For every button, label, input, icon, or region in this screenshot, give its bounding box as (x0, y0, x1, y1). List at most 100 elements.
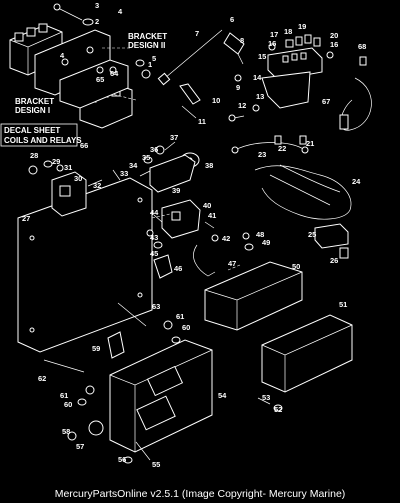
num-13: 13 (256, 92, 264, 101)
washer-2[interactable] (82, 18, 94, 26)
screw-11[interactable] (181, 105, 197, 119)
washer-60b[interactable] (171, 336, 181, 344)
connector-26[interactable] (339, 247, 349, 259)
nut-9[interactable] (234, 74, 242, 82)
nut-31[interactable] (56, 164, 64, 172)
connector-21[interactable] (299, 135, 307, 145)
module-50[interactable] (204, 261, 303, 331)
ecm-54[interactable] (109, 339, 213, 453)
module-51[interactable] (261, 314, 353, 393)
num-16: 16 (268, 39, 276, 48)
screw-16b[interactable] (326, 51, 334, 59)
num-36: 36 (150, 145, 158, 154)
hose-47[interactable] (193, 244, 216, 277)
washer-29[interactable] (43, 160, 53, 168)
num-60: 60 (64, 400, 72, 409)
washer-45[interactable] (153, 241, 163, 249)
screw-41[interactable] (204, 221, 215, 229)
num-32: 32 (93, 181, 101, 190)
num-24: 24 (352, 177, 361, 186)
num-4b: 4 (60, 51, 65, 60)
clip-68[interactable] (359, 56, 367, 66)
num-25: 25 (308, 230, 316, 239)
num-16b: 16 (330, 40, 338, 49)
fuse-18[interactable] (295, 36, 303, 46)
num-55: 55 (152, 460, 160, 469)
nut-13[interactable] (252, 104, 260, 112)
washer-49[interactable] (244, 243, 254, 251)
connector-22[interactable] (274, 135, 282, 145)
washer-35[interactable] (143, 156, 153, 164)
num-49: 49 (262, 238, 270, 247)
bolt-62[interactable] (43, 359, 85, 373)
num-33: 33 (120, 169, 128, 178)
screw-48[interactable] (242, 232, 250, 240)
screw-44[interactable] (153, 214, 163, 223)
nut-42[interactable] (211, 234, 219, 242)
fuse-20[interactable] (313, 37, 321, 47)
num-67: 67 (322, 97, 330, 106)
sensor-10[interactable] (179, 83, 201, 105)
nut-64[interactable] (109, 66, 117, 74)
screw-16a[interactable] (268, 43, 276, 51)
mounting-plate-27[interactable] (17, 177, 153, 353)
num-29: 29 (52, 157, 60, 166)
num-56: 56 (118, 455, 126, 464)
washer-52[interactable] (273, 404, 283, 412)
nut-65[interactable] (96, 66, 104, 74)
harness-23[interactable] (231, 142, 309, 154)
num-7: 7 (195, 29, 199, 38)
screw-12[interactable] (228, 114, 245, 122)
num-59: 59 (92, 344, 100, 353)
relay-40[interactable] (161, 199, 201, 239)
spacer-61a[interactable] (85, 385, 95, 395)
num-41: 41 (208, 211, 216, 220)
plug-8[interactable] (223, 32, 245, 65)
washer-56[interactable] (123, 456, 133, 464)
num-11: 11 (198, 117, 206, 126)
screw-55[interactable] (135, 441, 151, 461)
bracket-59[interactable] (107, 331, 125, 359)
bolt-63[interactable] (117, 302, 147, 327)
part-number-labels: 1 2 3 4 4 5 6 7 8 9 10 11 12 13 14 15 16… (22, 1, 366, 469)
cover-17[interactable] (285, 39, 294, 48)
screw-33[interactable] (112, 169, 121, 181)
nut-1[interactable] (141, 69, 151, 79)
coil-30[interactable] (51, 171, 87, 217)
bolt-37[interactable] (164, 141, 176, 151)
num-43: 43 (150, 233, 158, 242)
washer-5[interactable] (135, 59, 145, 67)
harness-67[interactable] (339, 77, 372, 131)
spacer-61b[interactable] (163, 320, 173, 330)
num-3: 3 (95, 1, 99, 10)
nut-28[interactable] (28, 165, 38, 175)
num-68: 68 (358, 42, 366, 51)
num-35: 35 (142, 153, 150, 162)
main-harness-24[interactable] (254, 164, 352, 220)
bracket-14[interactable] (261, 71, 311, 109)
num-37: 37 (170, 133, 178, 142)
spacer-58[interactable] (67, 431, 77, 441)
num-54: 54 (218, 391, 227, 400)
grommet-57[interactable] (88, 420, 104, 436)
screw-53[interactable] (257, 397, 271, 405)
fuse-19[interactable] (304, 34, 312, 44)
num-14: 14 (253, 73, 262, 82)
num-40: 40 (203, 201, 211, 210)
num-39: 39 (172, 186, 180, 195)
num-58: 58 (62, 427, 70, 436)
grommet-46[interactable] (153, 254, 173, 279)
num-9: 9 (236, 83, 240, 92)
screw-32[interactable] (87, 179, 103, 187)
relay-bracket-39[interactable] (149, 154, 196, 193)
num-63: 63 (152, 302, 160, 311)
relay-25[interactable] (314, 223, 349, 249)
lead-7[interactable] (157, 29, 223, 86)
washer-60a[interactable] (77, 398, 87, 406)
num-62: 62 (38, 374, 46, 383)
nut-36[interactable] (155, 145, 165, 155)
num-57: 57 (76, 442, 84, 451)
nut-43[interactable] (146, 229, 154, 237)
num-46: 46 (174, 264, 182, 273)
screw-3[interactable] (53, 3, 83, 21)
